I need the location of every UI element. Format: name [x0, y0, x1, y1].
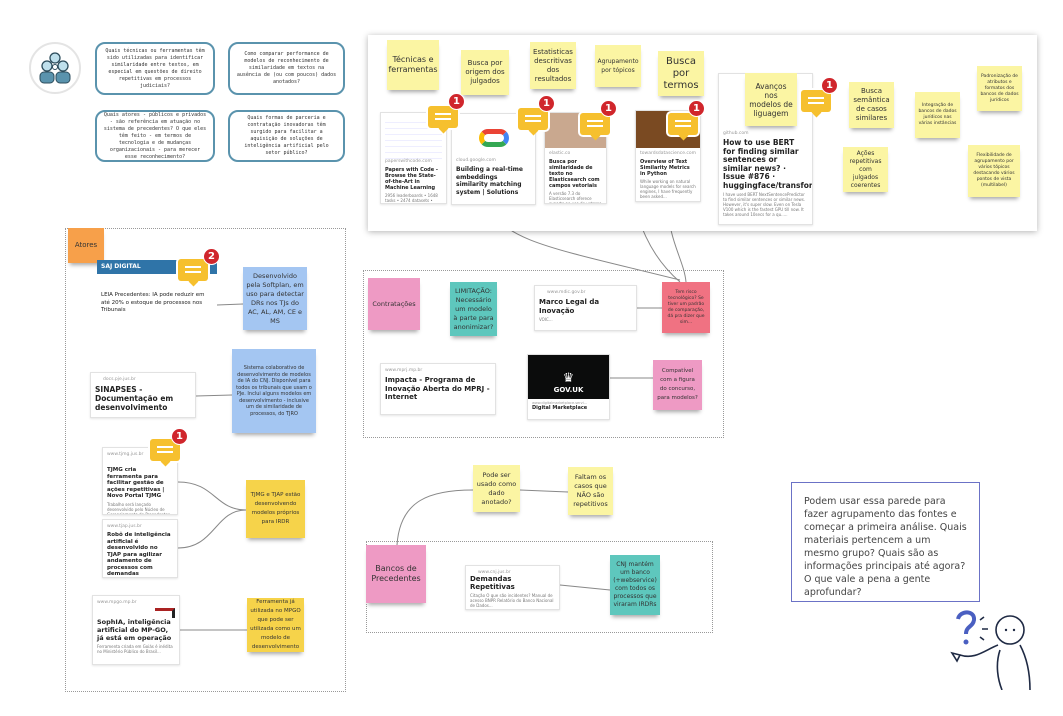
- sticky-flexibilidade[interactable]: Flexibilidade de agrupamento por vários …: [968, 145, 1020, 197]
- link-card-google-cloud[interactable]: cloud.google.com Building a real-time em…: [451, 113, 536, 205]
- contratacoes-frame: [363, 270, 724, 438]
- link-card-tjap[interactable]: www.tjap.jus.br Robô de inteligência art…: [102, 519, 178, 578]
- sticky-faltam-casos[interactable]: Faltam os casos que NÃO são repetitivos: [568, 467, 613, 515]
- sticky-agrupamento[interactable]: Agrupamento por tópicos: [595, 45, 641, 87]
- comment-icon[interactable]: [518, 108, 548, 136]
- sticky-avancos[interactable]: Avanços nos modelos de liguagem: [745, 73, 797, 126]
- sticky-compativel[interactable]: Compatível com a figura do concurso, par…: [653, 360, 702, 410]
- sticky-sinapses-note[interactable]: Sistema colaborativo de desenvolvimento …: [232, 349, 316, 433]
- comment-count-badge: 1: [171, 428, 188, 445]
- comment-count-badge: 1: [688, 100, 705, 117]
- sticky-sophia-note[interactable]: Ferramenta já utilizada no MPGO que pode…: [247, 598, 304, 652]
- comment-count-badge: 1: [600, 100, 617, 117]
- link-card-sophia[interactable]: www.mpgo.mp.br SophIA, inteligência arti…: [92, 595, 180, 665]
- comment-count-badge: 2: [203, 248, 220, 265]
- research-question-1[interactable]: Quais técnicas ou ferramentas têm sido u…: [95, 42, 215, 95]
- comment-icon[interactable]: [428, 106, 458, 134]
- sticky-integracao[interactable]: Integração de bancos de dados jurídicos …: [915, 92, 960, 138]
- govuk-logo: ♛GOV.UK: [528, 355, 609, 399]
- sticky-tecnicas[interactable]: Técnicas e ferramentas: [387, 40, 439, 90]
- instruction-box[interactable]: Podem usar essa parede para fazer agrupa…: [791, 482, 980, 602]
- comment-count-badge: 1: [821, 77, 838, 94]
- sticky-tjmg-tjap[interactable]: TJMG e TJAP estão desenvolvendo modelos …: [246, 480, 305, 538]
- link-card-demandas-repetitivas[interactable]: www.cnj.jus.br Demandas Repetitivas Cita…: [465, 565, 560, 610]
- comment-icon[interactable]: [668, 113, 698, 141]
- research-question-2[interactable]: Como comparar performance de modelos de …: [228, 42, 345, 95]
- crown-icon: ♛: [562, 371, 575, 386]
- sticky-estatisticas[interactable]: Estatisticas descritivas dos resultados: [530, 42, 576, 89]
- comment-icon[interactable]: [150, 439, 180, 467]
- sticky-pode-ser-usado[interactable]: Pode ser usado como dado anotado?: [473, 465, 520, 512]
- google-cloud-logo-icon: [456, 118, 531, 158]
- thinking-person-illustration: [950, 610, 1031, 690]
- comment-count-badge: 1: [448, 93, 465, 110]
- sticky-atores[interactable]: Atores: [68, 228, 104, 263]
- comment-icon[interactable]: [178, 259, 208, 287]
- sticky-busca-semantica[interactable]: Busca semântica de casos similares: [849, 82, 894, 128]
- comment-icon[interactable]: [580, 113, 610, 141]
- sticky-softplan[interactable]: Desenvolvido pela Softplan, em uso para …: [243, 267, 307, 330]
- sticky-cnj-banco[interactable]: CNJ mantém um banco (+webservice) com to…: [610, 555, 660, 615]
- atores-frame: [65, 228, 346, 692]
- sticky-padronizacao[interactable]: Padronização de atributos e formatos dos…: [977, 66, 1022, 111]
- link-card-marco-legal[interactable]: www.mdic.gov.br Marco Legal da Inovação …: [534, 285, 637, 331]
- sticky-risco[interactable]: Tem risco tecnológico? Se tiver um padrã…: [662, 282, 710, 333]
- link-card-elastic[interactable]: elastic.co Busca por similaridade de tex…: [544, 112, 607, 204]
- link-card-impacta[interactable]: www.mprj.mp.br Impacta - Programa de Ino…: [380, 363, 496, 415]
- comment-count-badge: 1: [538, 95, 555, 112]
- link-card-sinapses[interactable]: docs.pje.jus.br SINAPSES - Documentação …: [90, 372, 196, 418]
- mpgo-logo-icon: [155, 608, 175, 618]
- link-card-digital-marketplace[interactable]: ♛GOV.UK www.digitalmarketplace.servi... …: [527, 354, 610, 420]
- research-question-3[interactable]: Quais atores - públicos e privados - são…: [95, 110, 215, 162]
- team-icon: [29, 42, 81, 94]
- research-question-4[interactable]: Quais formas de parceria e contratação i…: [228, 110, 345, 162]
- sticky-limitacao[interactable]: LIMITAÇÃO: Necessário um modelo à parte …: [450, 282, 497, 336]
- sticky-acoes-repetitivas[interactable]: Ações repetitivas com julgados coerentes: [843, 147, 888, 192]
- comment-icon[interactable]: [801, 90, 831, 118]
- sticky-bancos-precedentes[interactable]: Bancos de Precedentes: [366, 545, 426, 603]
- sticky-busca-origem[interactable]: Busca por origem dos julgados: [461, 50, 509, 95]
- sticky-contratacoes[interactable]: Contratações: [368, 278, 420, 330]
- sticky-busca-termos[interactable]: Busca por termos: [658, 51, 704, 96]
